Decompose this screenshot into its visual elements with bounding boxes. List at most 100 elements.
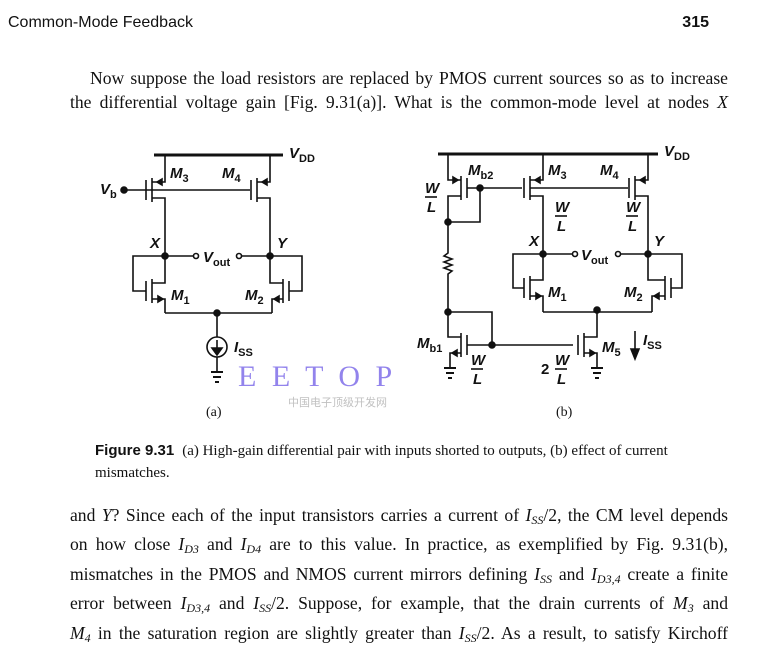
transistor-mb2 bbox=[444, 154, 484, 226]
math-symbol: D4 bbox=[246, 542, 262, 557]
text-run: and bbox=[210, 593, 254, 614]
text-line: Now suppose the load resistors are repla… bbox=[70, 66, 728, 90]
text-run: /2, the CM level depends bbox=[543, 505, 728, 525]
m4-label-b: M4 bbox=[600, 162, 620, 182]
text-line: the differential voltage gain [Fig. 9.31… bbox=[70, 90, 728, 114]
math-symbol: M bbox=[673, 593, 688, 614]
w-label: W bbox=[555, 199, 571, 216]
transistor-m1 bbox=[132, 255, 166, 313]
text-run: in the saturation region are slightly gr… bbox=[90, 622, 459, 643]
text-run: the differential voltage gain [Fig. 9.31… bbox=[70, 92, 718, 113]
text-run: and bbox=[693, 593, 728, 614]
math-symbol: M bbox=[70, 622, 85, 643]
w-label: W bbox=[425, 180, 441, 197]
transistor-m5 bbox=[577, 310, 598, 367]
l-label: L bbox=[473, 371, 482, 388]
ground-icon bbox=[211, 371, 223, 383]
transistor-m2-b bbox=[647, 253, 683, 312]
m4-label-a: M4 bbox=[222, 165, 242, 185]
vdd-label-a: VDD bbox=[289, 145, 315, 165]
math-symbol: D3 bbox=[184, 542, 199, 557]
subfigure-label-b: (b) bbox=[556, 405, 573, 420]
subfigure-label-a: (a) bbox=[206, 405, 222, 420]
caption-text: (a) High-gain differential pair with inp… bbox=[95, 443, 668, 481]
figure-9-31-circuits: VDD Vb M3 M4 X Y Vout M1 M2 ISS bbox=[100, 143, 690, 388]
vout-label-a: Vout bbox=[203, 249, 230, 269]
transistor-m4 bbox=[250, 155, 271, 256]
text-run: mismatches in the PMOS and NMOS current … bbox=[70, 563, 535, 584]
node-x-label-a: X bbox=[149, 235, 161, 252]
math-symbol: I bbox=[591, 563, 597, 584]
text-run: are to this value. In practice, as exemp… bbox=[261, 534, 728, 555]
math-symbol: SS bbox=[539, 571, 552, 586]
m1-label-b: M1 bbox=[548, 284, 567, 304]
text-run: Now suppose the load resistors are repla… bbox=[90, 68, 728, 88]
m2-label-a: M2 bbox=[245, 287, 264, 307]
l-label: L bbox=[427, 199, 436, 216]
m3-label-b: M3 bbox=[548, 162, 567, 182]
figure-number: Figure 9.31 bbox=[95, 442, 175, 459]
text-run: ? Since each of the input transistors ca… bbox=[111, 505, 526, 525]
w-label: W bbox=[471, 352, 487, 369]
circuit-a: VDD Vb M3 M4 X Y Vout M1 M2 ISS bbox=[100, 145, 315, 383]
vdd-label-b: VDD bbox=[664, 143, 690, 163]
text-run: and bbox=[70, 505, 102, 525]
l-label: L bbox=[628, 218, 637, 235]
page-number: 315 bbox=[682, 14, 709, 31]
text-run: and bbox=[198, 534, 241, 555]
math-symbol: 3 bbox=[687, 601, 694, 616]
math-symbol: SS bbox=[464, 630, 477, 645]
math-symbol: I bbox=[253, 593, 260, 614]
m5-label: M5 bbox=[602, 339, 621, 359]
iss-label-b: ISS bbox=[643, 332, 662, 352]
m3-label-a: M3 bbox=[170, 165, 189, 185]
vb-terminal bbox=[120, 186, 128, 194]
math-symbol: I bbox=[178, 534, 185, 555]
vout-label-b: Vout bbox=[581, 247, 608, 267]
paragraph-body: and Y? Since each of the input transisto… bbox=[70, 503, 728, 650]
text-run: /2. As a result, to satisfy Kirchoff bbox=[476, 622, 728, 643]
math-symbol: D3,4 bbox=[596, 571, 621, 586]
math-symbol: SS bbox=[259, 601, 272, 616]
l-label: L bbox=[557, 218, 566, 235]
running-header-title: Common-Mode Feedback bbox=[8, 14, 193, 31]
transistor-mb1 bbox=[447, 312, 468, 367]
math-symbol: Y bbox=[101, 505, 112, 525]
m2-label-b: M2 bbox=[624, 284, 643, 304]
w-label: W bbox=[555, 352, 571, 369]
text-run: create a finite bbox=[620, 563, 729, 584]
resistor bbox=[441, 222, 455, 312]
w-label: W bbox=[626, 199, 642, 216]
node-x-label-b: X bbox=[528, 233, 540, 250]
current-source-iss bbox=[206, 336, 228, 358]
math-symbol: D3,4 bbox=[186, 601, 211, 616]
text-line: error between ID3,4 and ISS/2. Suppose, … bbox=[70, 591, 728, 620]
node-y-label-b: Y bbox=[654, 233, 666, 250]
text-run: /2. Suppose, for example, that the drain… bbox=[271, 593, 674, 614]
mb2-label: Mb2 bbox=[468, 162, 493, 182]
figure-caption: Figure 9.31(a) High-gain differential pa… bbox=[95, 440, 715, 484]
vb-label: Vb bbox=[100, 181, 117, 201]
node-y-label-a: Y bbox=[277, 235, 289, 252]
multiplier-label: 2 bbox=[541, 361, 549, 378]
watermark-logo: E E T O P bbox=[238, 360, 397, 393]
ground-icon bbox=[444, 367, 456, 379]
transistor-m1-b bbox=[512, 253, 544, 312]
math-symbol: SS bbox=[531, 513, 544, 527]
math-symbol: I bbox=[525, 505, 532, 525]
l-label: L bbox=[557, 371, 566, 388]
circuit-b: VDD Mb2 M3 M4 W L W L W L X Y Vout M1 M2… bbox=[417, 143, 690, 388]
iss-arrow-icon bbox=[629, 331, 641, 362]
text-line: and Y? Since each of the input transisto… bbox=[70, 503, 728, 532]
transistor-m4-b bbox=[628, 154, 649, 254]
math-symbol: X bbox=[717, 92, 728, 113]
math-symbol: I bbox=[180, 593, 187, 614]
mb1-label: Mb1 bbox=[417, 335, 442, 355]
text-run: on how close bbox=[70, 534, 179, 555]
watermark-subtext: 中国电子顶级开发网 bbox=[288, 396, 387, 409]
text-line: mismatches in the PMOS and NMOS current … bbox=[70, 562, 728, 591]
math-symbol: I bbox=[240, 534, 247, 555]
text-run: error between bbox=[70, 593, 181, 614]
text-line: on how close ID3 and ID4 are to this val… bbox=[70, 532, 728, 561]
math-symbol: I bbox=[534, 563, 540, 584]
